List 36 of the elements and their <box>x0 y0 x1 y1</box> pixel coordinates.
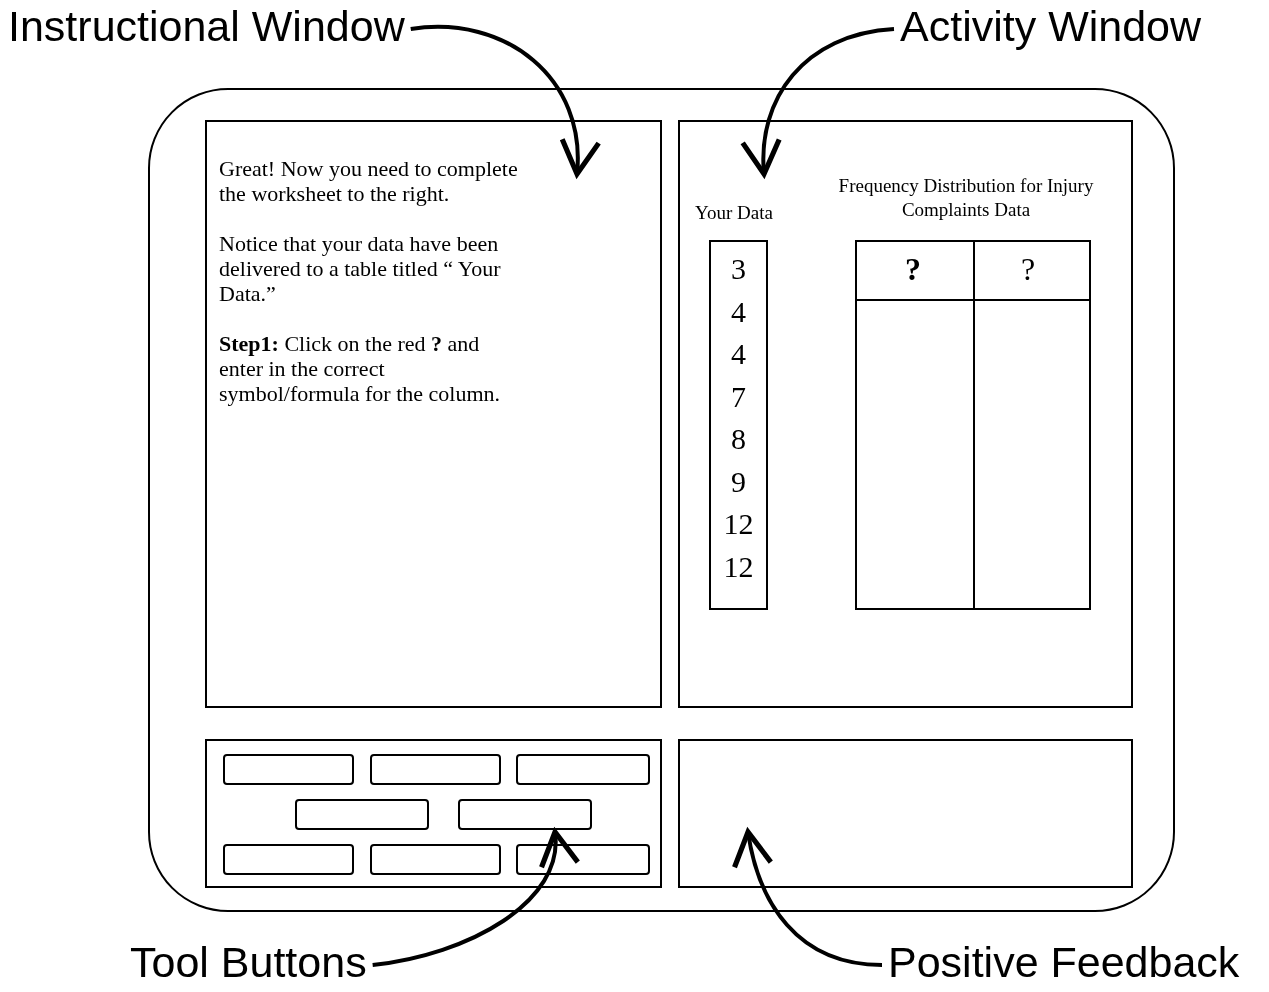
tool-button <box>458 799 592 830</box>
screen-frame <box>148 88 1175 912</box>
tool-button <box>223 844 354 875</box>
callout-arrow <box>733 829 883 967</box>
callout-label: Positive Feedback <box>888 938 1240 986</box>
tool-button <box>370 844 501 875</box>
callout-arrow <box>742 27 895 177</box>
data-value: 4 <box>731 293 746 330</box>
data-value: 4 <box>731 336 746 372</box>
feedback-panel <box>678 739 1133 888</box>
data-value: 7 <box>731 378 746 415</box>
column-header: ? <box>905 250 921 288</box>
tool-button <box>516 754 650 785</box>
data-value: 9 <box>731 463 746 500</box>
tool-button-panel <box>205 739 662 888</box>
instruction-text: Notice that your data have been delivered to a table titled “ Your Data.” <box>219 231 502 306</box>
data-value: 12 <box>723 506 754 542</box>
table-title: Frequency Distribution for Injury Complaints Data <box>837 174 1095 222</box>
callout-arrow <box>410 24 599 177</box>
tool-button <box>370 754 501 785</box>
callout-arrow <box>372 829 577 967</box>
instruction-text: Great! Now you need to complete the worksheet to the right. <box>219 156 519 206</box>
tool-button <box>295 799 429 830</box>
tool-button <box>516 844 650 875</box>
data-value: 12 <box>723 548 754 585</box>
activity-panel <box>678 120 1133 708</box>
callout-label: Tool Buttons <box>130 938 367 986</box>
data-value: 3 <box>731 251 746 287</box>
instruction-text: Step1: Click on the red ? and enter in the correct symbol/formula for the column. <box>219 331 502 406</box>
callout-label: Activity Window <box>900 2 1202 50</box>
table-title: Your Data <box>694 202 774 224</box>
data-value: 8 <box>731 421 746 457</box>
callout-label: Instructional Window <box>8 2 405 50</box>
instruction-panel <box>205 120 662 708</box>
tool-button <box>223 754 354 785</box>
column-header: ? <box>1021 250 1036 288</box>
